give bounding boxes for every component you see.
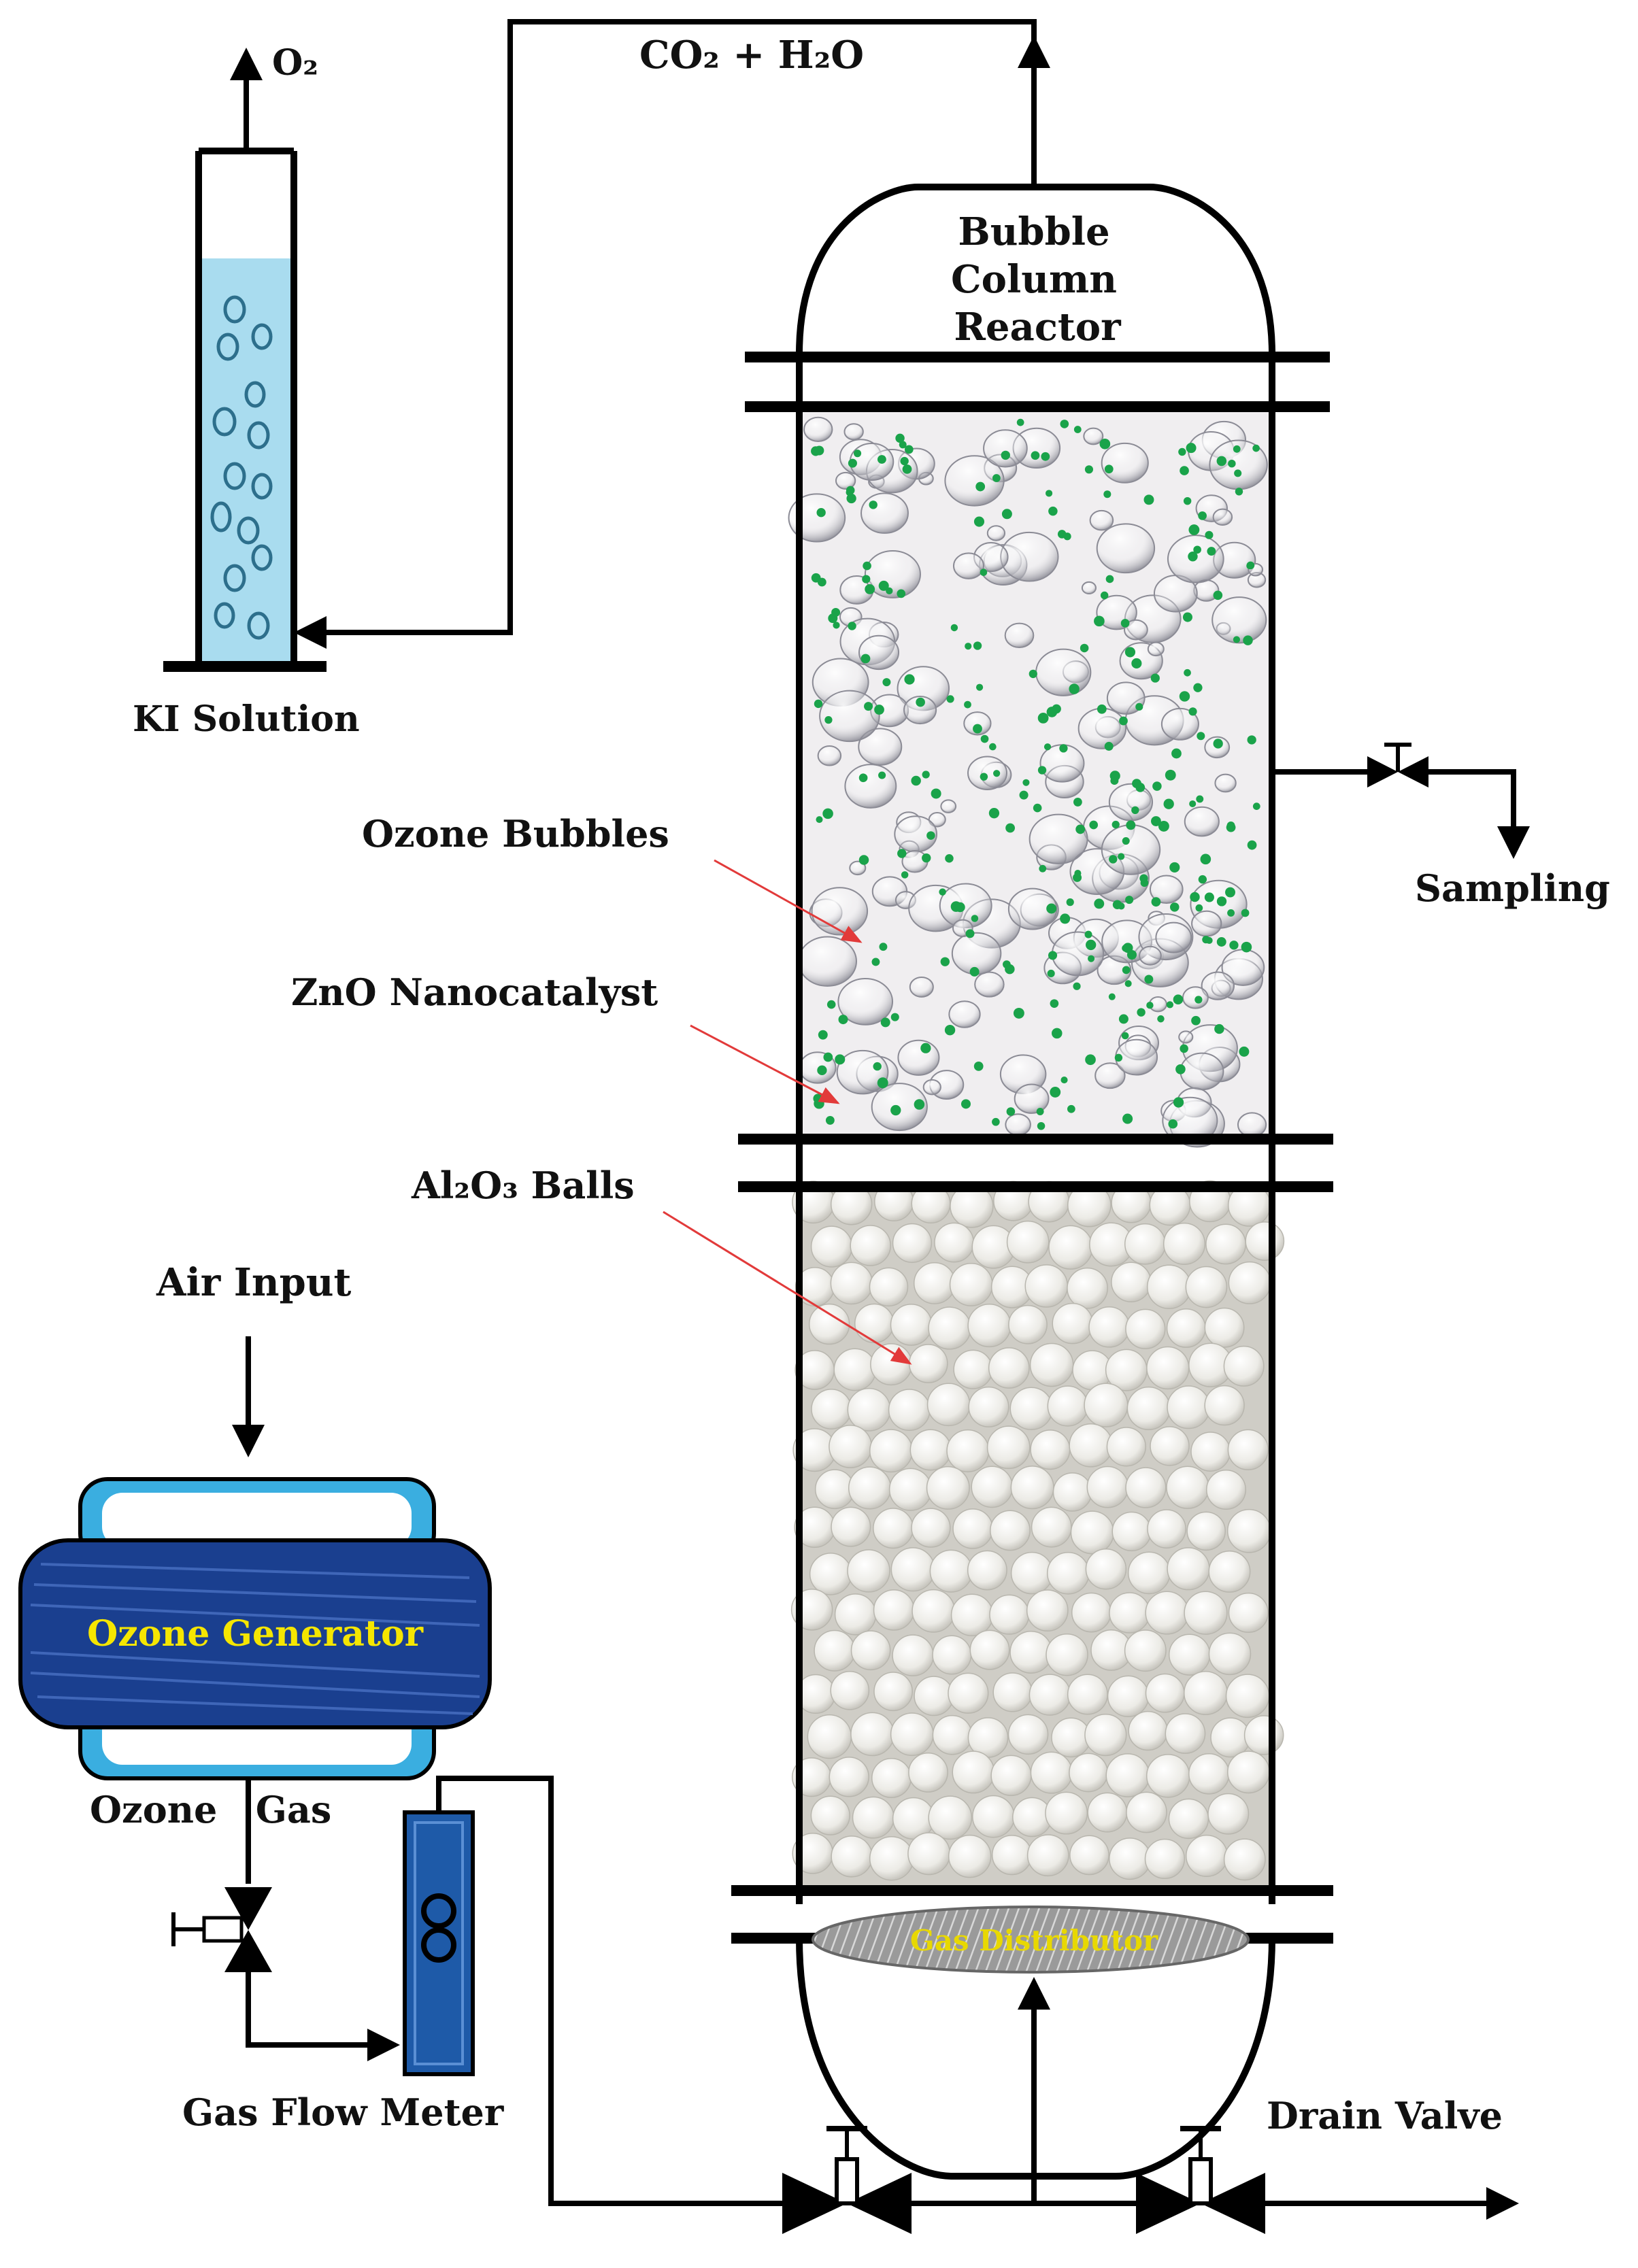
ozone-generator: Ozone Generator (18, 1477, 492, 1780)
inlet-valve-icon (782, 2126, 912, 2234)
ki-solution-cylinder (163, 148, 327, 672)
co2-h2o-label: CO₂ + H₂O (639, 33, 864, 78)
gas-distributor-label: Gas Distributor (910, 1924, 1158, 1957)
drain-valve-icon (1136, 2126, 1265, 2234)
reactor-label-line2: Column (951, 257, 1117, 302)
al2o3-balls (790, 1180, 1285, 1881)
air-input-label: Air Input (156, 1260, 352, 1305)
sampling-label: Sampling (1415, 866, 1610, 910)
gas-distributor-plate (812, 1906, 1250, 1974)
reactor-label-line1: Bubble (958, 209, 1109, 254)
o2-label: O₂ (272, 42, 318, 84)
ki-liquid (199, 258, 294, 663)
gas-flow-meter-label: Gas Flow Meter (182, 2091, 504, 2134)
generator-stripes (30, 1563, 480, 1715)
zno-nanocatalyst-particles (811, 418, 1260, 1130)
zno-label: ZnO Nanocatalyst (291, 970, 658, 1014)
ozone-gas-label: Ozone Gas (90, 1788, 331, 1831)
ozone-bubbles-label: Ozone Bubbles (362, 812, 669, 856)
ozone-inlet-pipe (436, 1776, 782, 2206)
drain-valve-label: Drain Valve (1267, 2094, 1503, 2137)
ozone-generator-label: Ozone Generator (87, 1613, 424, 1655)
al2o3-label: Al₂O₃ Balls (411, 1164, 635, 1207)
zno-pointer (690, 1024, 840, 1104)
ozone-bubbles-pointer (714, 859, 863, 943)
bubble-column-reactor: Bubble Column Reactor Gas Distributor (731, 184, 1333, 2180)
gas-flow-meter (403, 1810, 475, 2076)
float-icon (421, 1893, 456, 1929)
sampling-line (1272, 743, 1530, 859)
ki-bubbles (210, 295, 273, 640)
al2o3-pointer (663, 1211, 912, 1365)
reactor-label-line3: Reactor (954, 305, 1122, 350)
ki-solution-label: KI Solution (133, 698, 360, 740)
needle-valve-icon (171, 1887, 272, 1972)
